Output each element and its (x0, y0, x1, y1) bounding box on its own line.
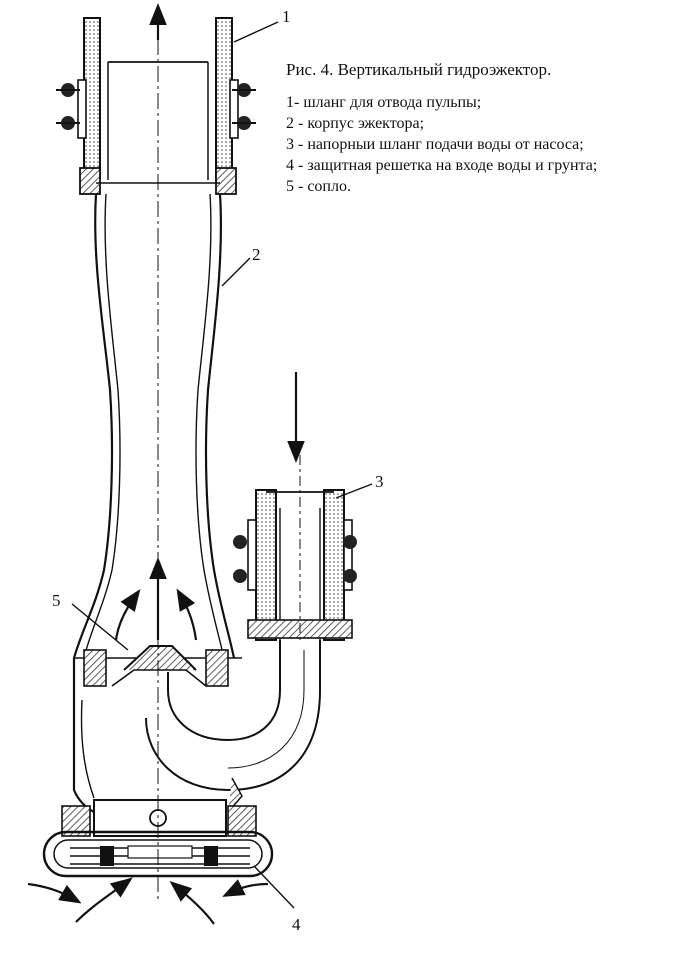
inflow-arrow-right (169, 880, 215, 925)
leader-lines (71, 21, 373, 909)
up-flow-arrow-right (176, 588, 198, 641)
callout-5: 5 (52, 591, 61, 610)
flow-arrows (27, 3, 305, 925)
protective-grate (42, 799, 274, 878)
inflow-arrow-far-left (27, 882, 82, 904)
inflow-arrow-far-right (222, 879, 269, 897)
legend-item-5: 5 - сопло. (286, 178, 351, 195)
callout-2: 2 (252, 245, 261, 264)
caption-title: Рис. 4. Вертикальный гидроэжектор. (286, 60, 552, 79)
legend-item-3: 3 - напорныи шланг подачи воды от насоса… (286, 136, 584, 153)
up-flow-arrow-left (114, 589, 141, 641)
callout-4: 4 (292, 915, 301, 934)
callout-1: 1 (282, 7, 291, 26)
upper-flange (79, 167, 237, 195)
legend-item-1: 1- шланг для отвода пульпы; (286, 94, 482, 111)
nozzle (83, 645, 229, 687)
upper-hose-clamps (56, 79, 256, 139)
figure-caption: Рис. 4. Вертикальный гидроэжектор. 1- шл… (286, 60, 686, 197)
legend-item-4: 4 - защитная решетка на входе воды и гру… (286, 157, 598, 174)
pressure-hose-clamps (233, 519, 357, 591)
inflow-arrow-left (75, 877, 133, 923)
u-bend-pipe (145, 640, 321, 813)
callout-3: 3 (375, 472, 384, 491)
legend-item-2: 2 - корпус эжектора; (286, 115, 425, 132)
